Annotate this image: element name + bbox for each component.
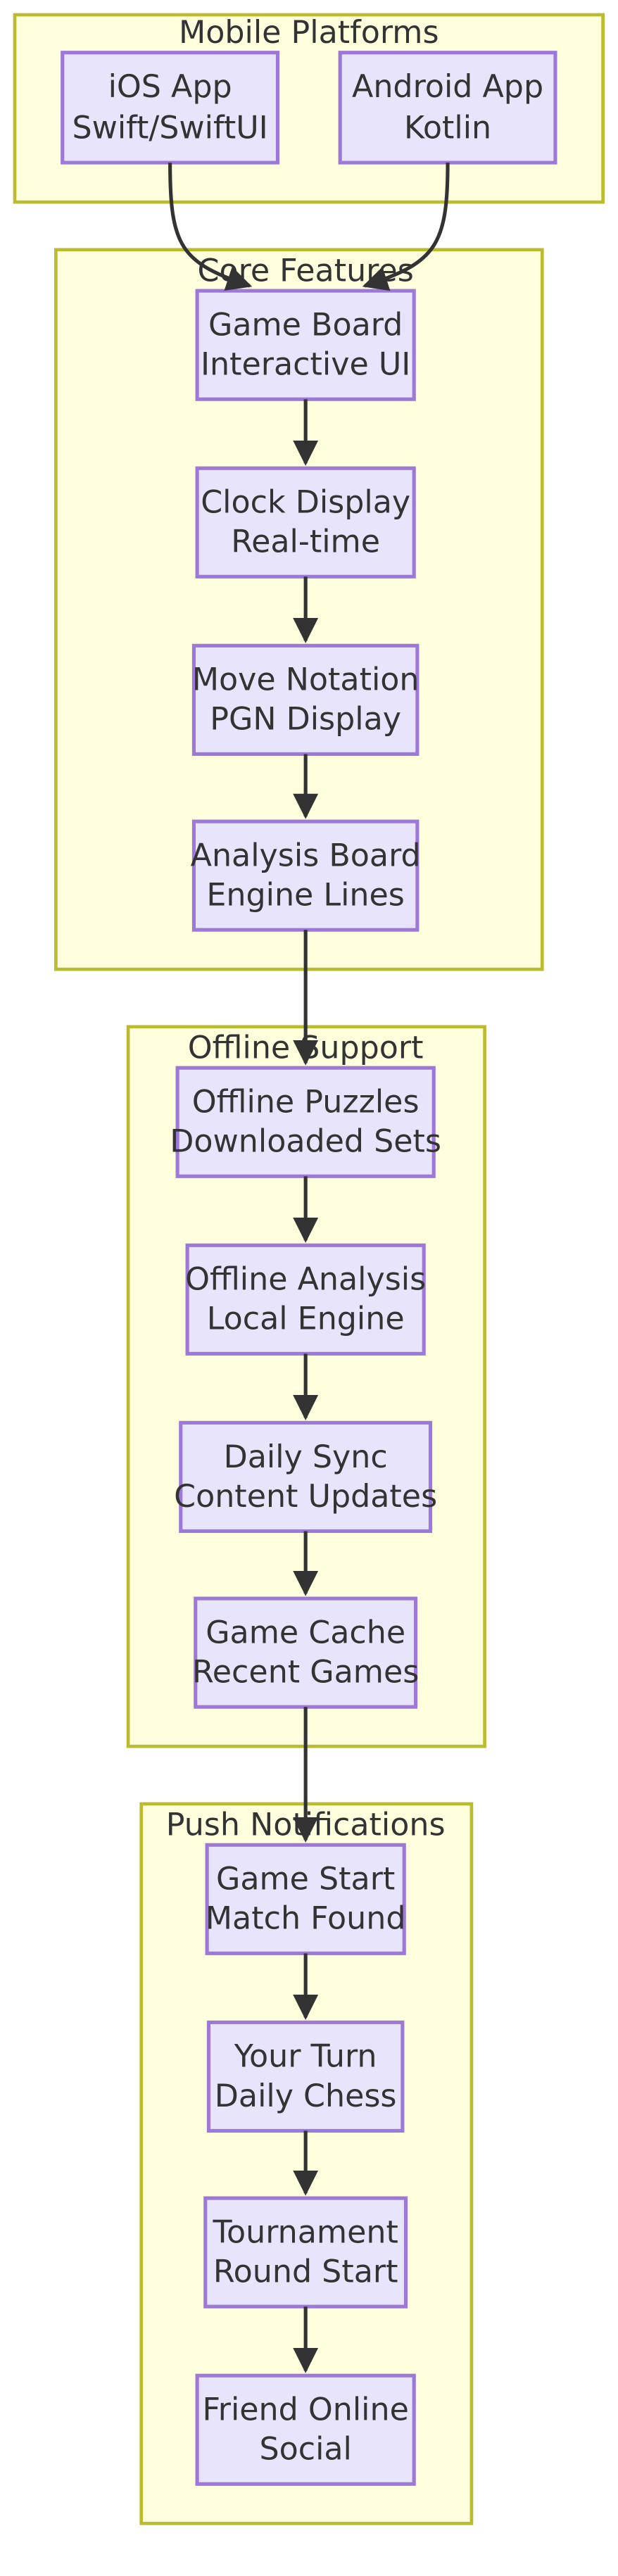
- node-clock-display-line1: Clock Display: [201, 485, 410, 521]
- node-move-notation-line2: PGN Display: [210, 702, 401, 738]
- node-offline-analysis-line1: Offline Analysis: [185, 1262, 426, 1298]
- node-your-turn-line2: Daily Chess: [215, 2078, 397, 2114]
- node-offline-puzzles[interactable]: Offline Puzzles Downloaded Sets: [170, 1066, 441, 1178]
- node-tournament-line2: Round Start: [213, 2254, 398, 2290]
- node-daily-sync-box[interactable]: [179, 1420, 433, 1534]
- node-analysis-board-box[interactable]: [191, 819, 420, 932]
- node-daily-sync[interactable]: Daily Sync Content Updates: [174, 1420, 437, 1534]
- node-offline-analysis[interactable]: Offline Analysis Local Engine: [185, 1243, 426, 1356]
- subgraph-core-features-title: Core Features: [198, 253, 414, 289]
- edges-layer: [168, 163, 450, 2373]
- node-move-notation[interactable]: Move Notation PGN Display: [191, 643, 420, 756]
- node-game-cache-line2: Recent Games: [192, 1655, 419, 1691]
- node-game-start-line1: Game Start: [216, 1862, 395, 1898]
- node-your-turn-line1: Your Turn: [234, 2039, 377, 2075]
- node-offline-analysis-line2: Local Engine: [207, 1301, 405, 1337]
- node-ios-app-box[interactable]: [61, 51, 280, 165]
- node-clock-display-box[interactable]: [195, 466, 416, 579]
- node-analysis-board[interactable]: Analysis Board Engine Lines: [191, 819, 421, 932]
- edge-ios-app-to-game-board: [168, 163, 253, 291]
- node-your-turn-box[interactable]: [206, 2020, 405, 2133]
- subgraph-mobile-platforms: Mobile Platforms iOS App Swift/SwiftUI A…: [13, 13, 605, 204]
- node-tournament[interactable]: Tournament Round Start: [203, 2196, 408, 2309]
- node-move-notation-line1: Move Notation: [192, 662, 420, 698]
- node-tournament-box[interactable]: [203, 2196, 408, 2309]
- node-analysis-board-line1: Analysis Board: [191, 838, 421, 873]
- subgraph-core-features: Core Features Game Board Interactive UI …: [54, 248, 544, 971]
- node-analysis-board-line2: Engine Lines: [206, 877, 405, 913]
- node-clock-display-line2: Real-time: [231, 524, 380, 560]
- node-offline-puzzles-box[interactable]: [175, 1066, 436, 1178]
- node-clock-display[interactable]: Clock Display Real-time: [195, 466, 416, 579]
- edge-android-app-to-game-board: [362, 163, 450, 291]
- node-offline-analysis-box[interactable]: [185, 1243, 426, 1356]
- node-game-board-line2: Interactive UI: [201, 347, 410, 383]
- node-ios-app-line1: iOS App: [108, 69, 232, 105]
- node-game-start[interactable]: Game Start Match Found: [205, 1843, 406, 1955]
- node-friend-online-line2: Social: [259, 2432, 351, 2468]
- node-ios-app-line2: Swift/SwiftUI: [72, 110, 267, 146]
- node-friend-online-line1: Friend Online: [202, 2392, 408, 2428]
- node-game-cache[interactable]: Game Cache Recent Games: [192, 1596, 419, 1709]
- node-game-cache-line1: Game Cache: [206, 1615, 405, 1651]
- node-android-app-line2: Kotlin: [404, 110, 491, 146]
- node-game-start-line2: Match Found: [206, 1901, 406, 1937]
- node-offline-puzzles-line2: Downloaded Sets: [170, 1124, 441, 1160]
- node-daily-sync-line2: Content Updates: [174, 1479, 437, 1515]
- node-friend-online-box[interactable]: [195, 2373, 416, 2486]
- node-android-app[interactable]: Android App Kotlin: [338, 51, 557, 165]
- node-android-app-line1: Android App: [352, 69, 543, 105]
- node-game-cache-box[interactable]: [194, 1596, 418, 1709]
- node-your-turn[interactable]: Your Turn Daily Chess: [206, 2020, 405, 2133]
- node-daily-sync-line1: Daily Sync: [224, 1439, 388, 1475]
- node-move-notation-box[interactable]: [191, 643, 420, 756]
- node-game-board-box[interactable]: [195, 289, 416, 401]
- node-offline-puzzles-line1: Offline Puzzles: [192, 1085, 420, 1120]
- node-tournament-line1: Tournament: [212, 2214, 398, 2250]
- node-game-board[interactable]: Game Board Interactive UI: [195, 289, 416, 401]
- subgraph-mobile-platforms-title: Mobile Platforms: [179, 15, 439, 51]
- node-ios-app[interactable]: iOS App Swift/SwiftUI: [61, 51, 280, 165]
- node-game-board-line1: Game Board: [208, 308, 403, 343]
- node-friend-online[interactable]: Friend Online Social: [195, 2373, 416, 2486]
